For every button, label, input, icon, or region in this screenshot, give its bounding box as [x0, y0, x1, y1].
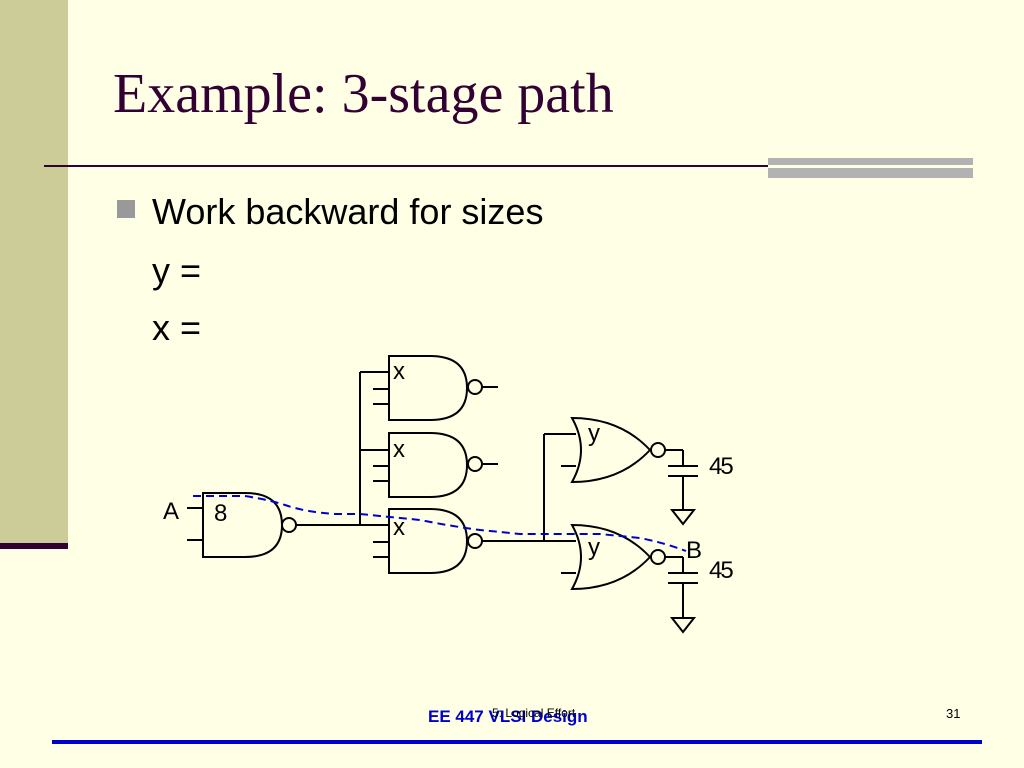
bullet-text: Work backward for sizes [152, 191, 544, 232]
load-label-2: 45 [709, 557, 733, 584]
title-rule-accent [768, 158, 973, 178]
footer-course: EE 447 VLSI Design [428, 707, 588, 726]
nand-size-label-1: x [393, 358, 405, 385]
side-band [0, 0, 68, 546]
first-gate-size-label: 8 [214, 500, 227, 527]
title-rule [44, 165, 973, 167]
nand-size-label-3: x [393, 514, 405, 541]
circuit-diagram: A 8 x x x y y 45 45 B [163, 355, 735, 634]
nand-gate-x-1 [360, 355, 498, 421]
nor-size-label-1: y [588, 420, 600, 447]
bullet-square-icon [117, 200, 135, 218]
load-capacitor-2 [668, 557, 698, 634]
output-label-b: B [686, 537, 702, 564]
load-label-1: 45 [709, 453, 733, 480]
page-number: 31 [946, 706, 961, 721]
footer-source: 5: Logical Effort [492, 706, 576, 720]
load-capacitor-1 [668, 450, 698, 526]
nand-size-label-2: x [393, 436, 405, 463]
critical-path [193, 495, 687, 552]
nand-gate-x-2 [360, 432, 498, 498]
nor-gate-y-2 [544, 523, 683, 591]
footer-rule [52, 740, 982, 744]
side-rule [0, 543, 68, 549]
nand-gate-x-3 [360, 508, 544, 574]
first-nand-gate [187, 492, 360, 558]
equation-line-x: x = [152, 307, 202, 348]
slide-title: Example: 3-stage path [113, 63, 614, 125]
nor-size-label-2: y [588, 534, 600, 561]
equation-line-y: y = [152, 250, 202, 291]
nor-gate-y-1 [544, 416, 683, 484]
input-label-a: A [163, 498, 179, 525]
